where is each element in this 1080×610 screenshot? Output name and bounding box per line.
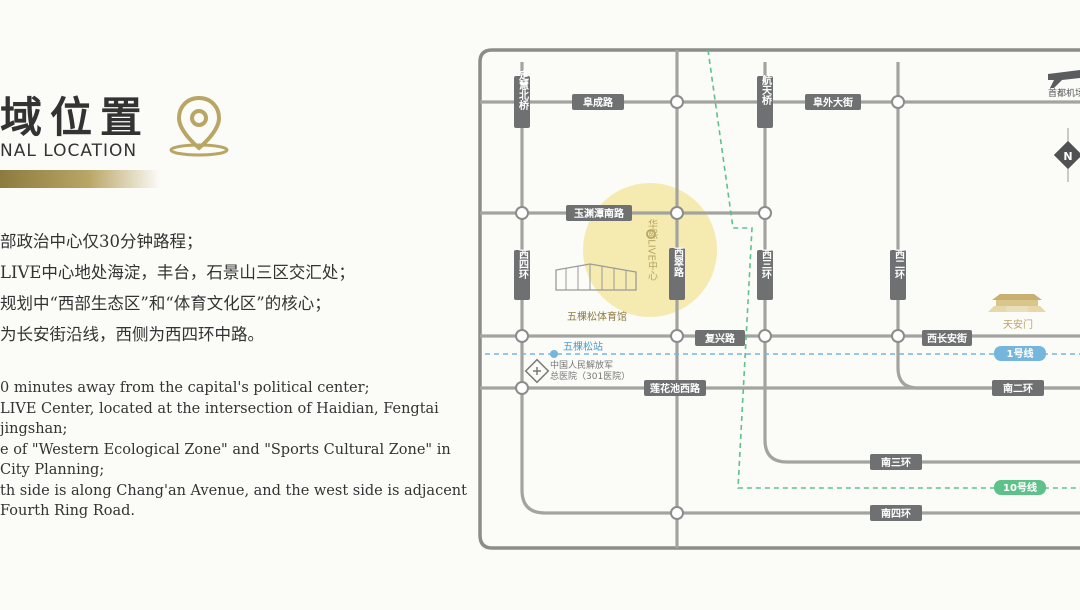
en-line: 0 minutes away from the capital's politi… (0, 380, 370, 396)
en-line: Fourth Ring Road. (0, 503, 136, 519)
cn-line: 部政治中心仅30分钟路程； (0, 232, 203, 251)
svg-text:复兴路: 复兴路 (704, 332, 736, 345)
svg-text:阜外大街: 阜外大街 (813, 96, 853, 109)
en-line: th side is along Chang'an Avenue, and th… (0, 482, 467, 499)
location-map[interactable]: 阜成路 阜外大街 玉渊潭南路 复兴路 西长安街 莲花池西路 南二环 南三环 南四… (475, 0, 1080, 610)
svg-text:南四环: 南四环 (881, 507, 911, 520)
road-label-dinghui: 定慧北桥 (514, 69, 530, 128)
road-label-yuyuantan: 玉渊潭南路 (566, 205, 632, 221)
center-poi[interactable]: 华熙LIVE中心 (646, 218, 658, 281)
hospital-label-1: 中国人民解放军 (550, 359, 613, 371)
airplane-icon (1048, 70, 1080, 88)
metro-label-line1: 1号线 (994, 346, 1046, 361)
hospital-icon (524, 358, 550, 384)
road-label-lianhuachi: 莲花池西路 (644, 380, 706, 396)
svg-text:西翠路: 西翠路 (672, 247, 684, 278)
svg-text:1号线: 1号线 (1007, 347, 1034, 360)
en-line: LIVE Center, located at the intersection… (0, 400, 439, 417)
cn-line: LIVE中心地处海淀，丰台，石景山三区交汇处； (0, 263, 355, 282)
center-pin-icon (646, 229, 656, 239)
svg-text:南二环: 南二环 (1003, 382, 1033, 395)
svg-text:南三环: 南三环 (881, 456, 911, 469)
compass-icon: N (1053, 128, 1080, 182)
page-title: 域位置 (0, 93, 151, 142)
en-line: e of "Western Ecological Zone" and "Spor… (0, 441, 451, 458)
en-line: jingshan; (0, 421, 68, 437)
svg-text:莲花池西路: 莲花池西路 (650, 382, 701, 395)
svg-text:N: N (1063, 150, 1072, 163)
road-label-fuwai: 阜外大街 (805, 94, 861, 110)
road-naner (896, 62, 1080, 390)
description-en: 0 minutes away from the capital's politi… (0, 378, 467, 522)
stadium-label: 五棵松体育馆 (567, 310, 627, 323)
left-panel: 域位置 NAL LOCATION 部政治中心仅30分钟路程； LIVE中心地处海… (0, 0, 470, 610)
station-label: 五棵松站 (563, 340, 603, 353)
center-label: 华熙LIVE中心 (646, 218, 658, 281)
road-nansan (763, 62, 1080, 464)
intersection-nodes (515, 95, 905, 520)
road-label-fucheng: 阜成路 (572, 94, 624, 110)
metro-label-line10: 10号线 (994, 480, 1046, 495)
svg-text:西二环: 西二环 (893, 249, 905, 280)
road-label-hangtian: 航天桥 (757, 74, 773, 128)
road-label-xichangan: 西长安街 (922, 330, 972, 346)
road-label-xisihuan: 西四环 (514, 249, 530, 300)
page-subtitle: NAL LOCATION (0, 141, 138, 161)
hospital-label-2: 总医院（301医院） (550, 370, 630, 382)
description-cn: 部政治中心仅30分钟路程； LIVE中心地处海淀，丰台，石景山三区交汇处； 规划… (0, 226, 450, 350)
stadium-icon (555, 263, 637, 291)
tiananmen-label: 天安门 (1003, 318, 1033, 331)
tiananmen-icon (988, 294, 1046, 312)
road-label-fuxing: 复兴路 (695, 330, 745, 346)
airport-label: 首都机场 (1048, 87, 1080, 99)
road-label-naner: 南二环 (992, 380, 1044, 396)
en-line: City Planning; (0, 462, 105, 478)
svg-text:玉渊潭南路: 玉渊潭南路 (574, 207, 625, 220)
gold-divider (0, 170, 160, 188)
road-label-xisanhuan: 西三环 (757, 249, 773, 300)
road-label-nansan: 南三环 (870, 454, 922, 470)
location-pin-icon (169, 95, 229, 157)
map-frame (478, 48, 1080, 550)
svg-text:西四环: 西四环 (517, 249, 529, 280)
road-label-xierhuan: 西二环 (890, 249, 906, 300)
road-nansi (520, 62, 1080, 515)
svg-text:西长安街: 西长安街 (927, 332, 967, 345)
station-icon (550, 350, 558, 358)
svg-text:阜成路: 阜成路 (583, 96, 614, 109)
svg-text:定慧北桥: 定慧北桥 (517, 69, 529, 111)
svg-text:西三环: 西三环 (760, 249, 772, 280)
road-label-nansi: 南四环 (870, 505, 922, 521)
cn-line: 为长安街沿线，西侧为西四环中路。 (0, 325, 264, 344)
svg-text:航天桥: 航天桥 (760, 74, 772, 106)
road-label-xidiao: 西翠路 (669, 247, 685, 300)
metro-line-10 (707, 49, 1080, 489)
cn-line: 规划中“西部生态区”和“体育文化区”的核心； (0, 294, 331, 313)
svg-text:10号线: 10号线 (1003, 481, 1037, 494)
